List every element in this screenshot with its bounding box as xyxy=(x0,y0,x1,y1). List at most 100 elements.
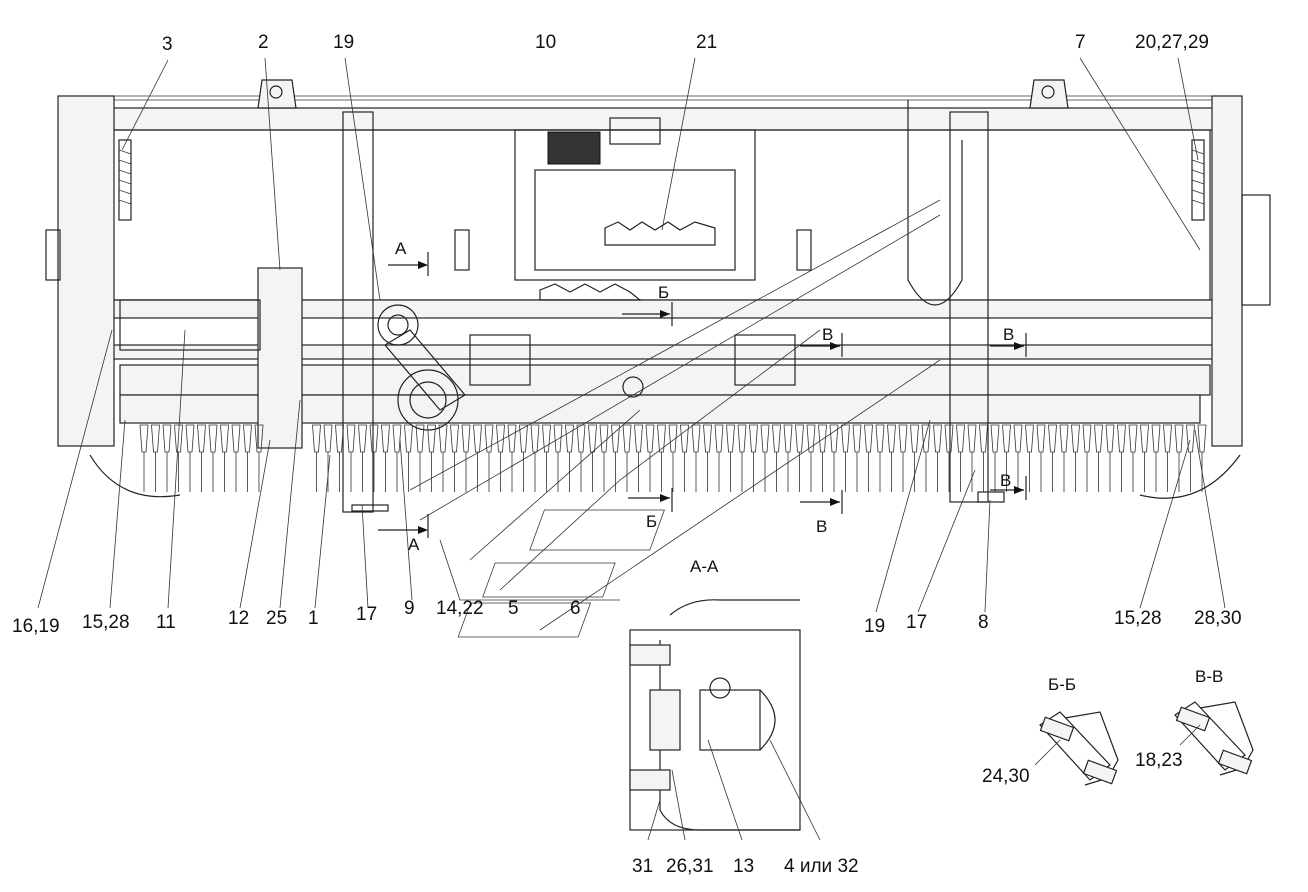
cutter-tooth xyxy=(829,424,839,453)
cutter-tooth xyxy=(1071,424,1080,453)
cutter-tooth xyxy=(542,424,551,453)
section-view-labels: А-А 31 26,31 13 4 или 32 Б-Б 24,30 В-В 1… xyxy=(632,557,1223,877)
cutter-tooth xyxy=(611,424,620,453)
cutter-tooth xyxy=(220,424,229,453)
cutter-tooth xyxy=(933,424,942,453)
cutter-tooth xyxy=(852,424,862,453)
callout-17-right: 17 xyxy=(906,612,927,633)
cutter-tooth xyxy=(956,424,965,453)
cutter-tooth xyxy=(1105,424,1115,453)
cutter-tooth xyxy=(174,424,183,453)
cutter-tooth xyxy=(404,424,413,453)
cutter-tooth xyxy=(507,424,517,453)
cutter-tooth xyxy=(1094,424,1103,453)
cutter-tooth xyxy=(588,424,597,453)
cutter-tooth xyxy=(139,424,149,453)
callout-19-top: 19 xyxy=(333,32,354,53)
cutter-tooth xyxy=(392,424,402,453)
section-aa-title: А-А xyxy=(690,557,719,576)
cutter-tooth xyxy=(760,424,770,453)
skids xyxy=(89,454,1241,512)
callout-28-30: 28,30 xyxy=(1194,608,1242,629)
cutter-tooth xyxy=(634,424,643,453)
cutter-tooth xyxy=(749,424,758,453)
callout-1: 1 xyxy=(308,608,319,629)
cutter-tooth xyxy=(254,424,264,453)
callout-14-22: 14,22 xyxy=(436,598,484,619)
cutter-tooth xyxy=(990,424,1000,453)
cutter-tooth xyxy=(1197,424,1207,453)
cutter-tooth xyxy=(312,424,321,453)
cutter-tooth xyxy=(921,424,931,453)
callout-11: 11 xyxy=(156,612,176,633)
callout-21: 21 xyxy=(696,32,717,53)
cutter-tooth xyxy=(1128,424,1138,453)
callout-8: 8 xyxy=(978,612,989,633)
left-drive-unit xyxy=(119,267,796,449)
cutter-tooth xyxy=(657,424,666,453)
callout-25: 25 xyxy=(266,608,287,629)
cutter-tooth xyxy=(737,424,747,453)
cutter-tooth xyxy=(875,424,885,453)
cutter-tooth xyxy=(599,424,609,453)
cutter-tooth xyxy=(680,424,689,453)
callout-5: 5 xyxy=(508,598,519,619)
aa-label-13: 13 xyxy=(733,856,754,877)
cutter-tooth xyxy=(427,424,436,453)
cutter-tooth xyxy=(162,424,172,453)
bb-label-24-30: 24,30 xyxy=(982,766,1030,787)
section-vv-title: В-В xyxy=(1195,667,1223,686)
cutter-tooth xyxy=(898,424,908,453)
cutter-tooth xyxy=(944,424,954,453)
section-letters: А А Б Б В В В В xyxy=(395,239,1014,554)
cutter-tooth xyxy=(208,424,218,453)
cutter-tooth xyxy=(1117,424,1126,453)
bottom-callouts: 16,19 15,28 11 12 25 1 17 9 14,22 5 6 19… xyxy=(12,598,1242,637)
callout-16-19: 16,19 xyxy=(12,616,60,637)
cutter-tooth xyxy=(1140,424,1149,453)
cutter-tooth xyxy=(772,424,781,453)
cutter-tooth xyxy=(473,424,482,453)
cutter-tooth xyxy=(1163,424,1172,453)
section-a-top: А xyxy=(395,239,407,258)
cutter-tooth xyxy=(496,424,505,453)
cutter-tooth xyxy=(1174,424,1184,453)
cutter-tooth xyxy=(864,424,873,453)
cutter-tooth xyxy=(369,424,379,453)
callout-6: 6 xyxy=(570,598,581,619)
cutter-tooth xyxy=(967,424,977,453)
cutter-tooth xyxy=(1002,424,1011,453)
callout-7: 7 xyxy=(1075,32,1086,53)
cutter-tooth xyxy=(1151,424,1161,453)
cutter-tooth xyxy=(714,424,724,453)
cutter-tooth xyxy=(1186,424,1195,453)
cutter-tooth xyxy=(1025,424,1034,453)
callout-20-27-29: 20,27,29 xyxy=(1135,32,1209,53)
cutter-tooth xyxy=(622,424,632,453)
cutter-tooth xyxy=(703,424,712,453)
cutter-tooth xyxy=(346,424,356,453)
cutter-tooth xyxy=(358,424,367,453)
top-callouts: 3 2 19 10 21 7 20,27,29 xyxy=(162,32,1209,55)
cutter-tooth xyxy=(691,424,701,453)
cutter-tooth xyxy=(185,424,195,453)
section-bb-detail xyxy=(1034,711,1119,786)
section-b-top: Б xyxy=(658,283,669,302)
vv-label-18-23: 18,23 xyxy=(1135,750,1183,771)
callout-17-left: 17 xyxy=(356,604,377,625)
cutter-tooth xyxy=(1082,424,1092,453)
callout-10: 10 xyxy=(535,32,556,53)
cutter-tooth xyxy=(818,424,827,453)
cutter-tooth xyxy=(1059,424,1069,453)
main-frame xyxy=(45,79,1271,447)
cutter-tooth xyxy=(1048,424,1057,453)
cutter-tooth xyxy=(519,424,528,453)
callout-2: 2 xyxy=(258,32,269,53)
cutter-tooth xyxy=(450,424,459,453)
aa-label-31: 31 xyxy=(632,856,653,877)
cutter-tooth xyxy=(461,424,471,453)
cutter-tooth xyxy=(783,424,793,453)
cutter-tooth xyxy=(415,424,425,453)
